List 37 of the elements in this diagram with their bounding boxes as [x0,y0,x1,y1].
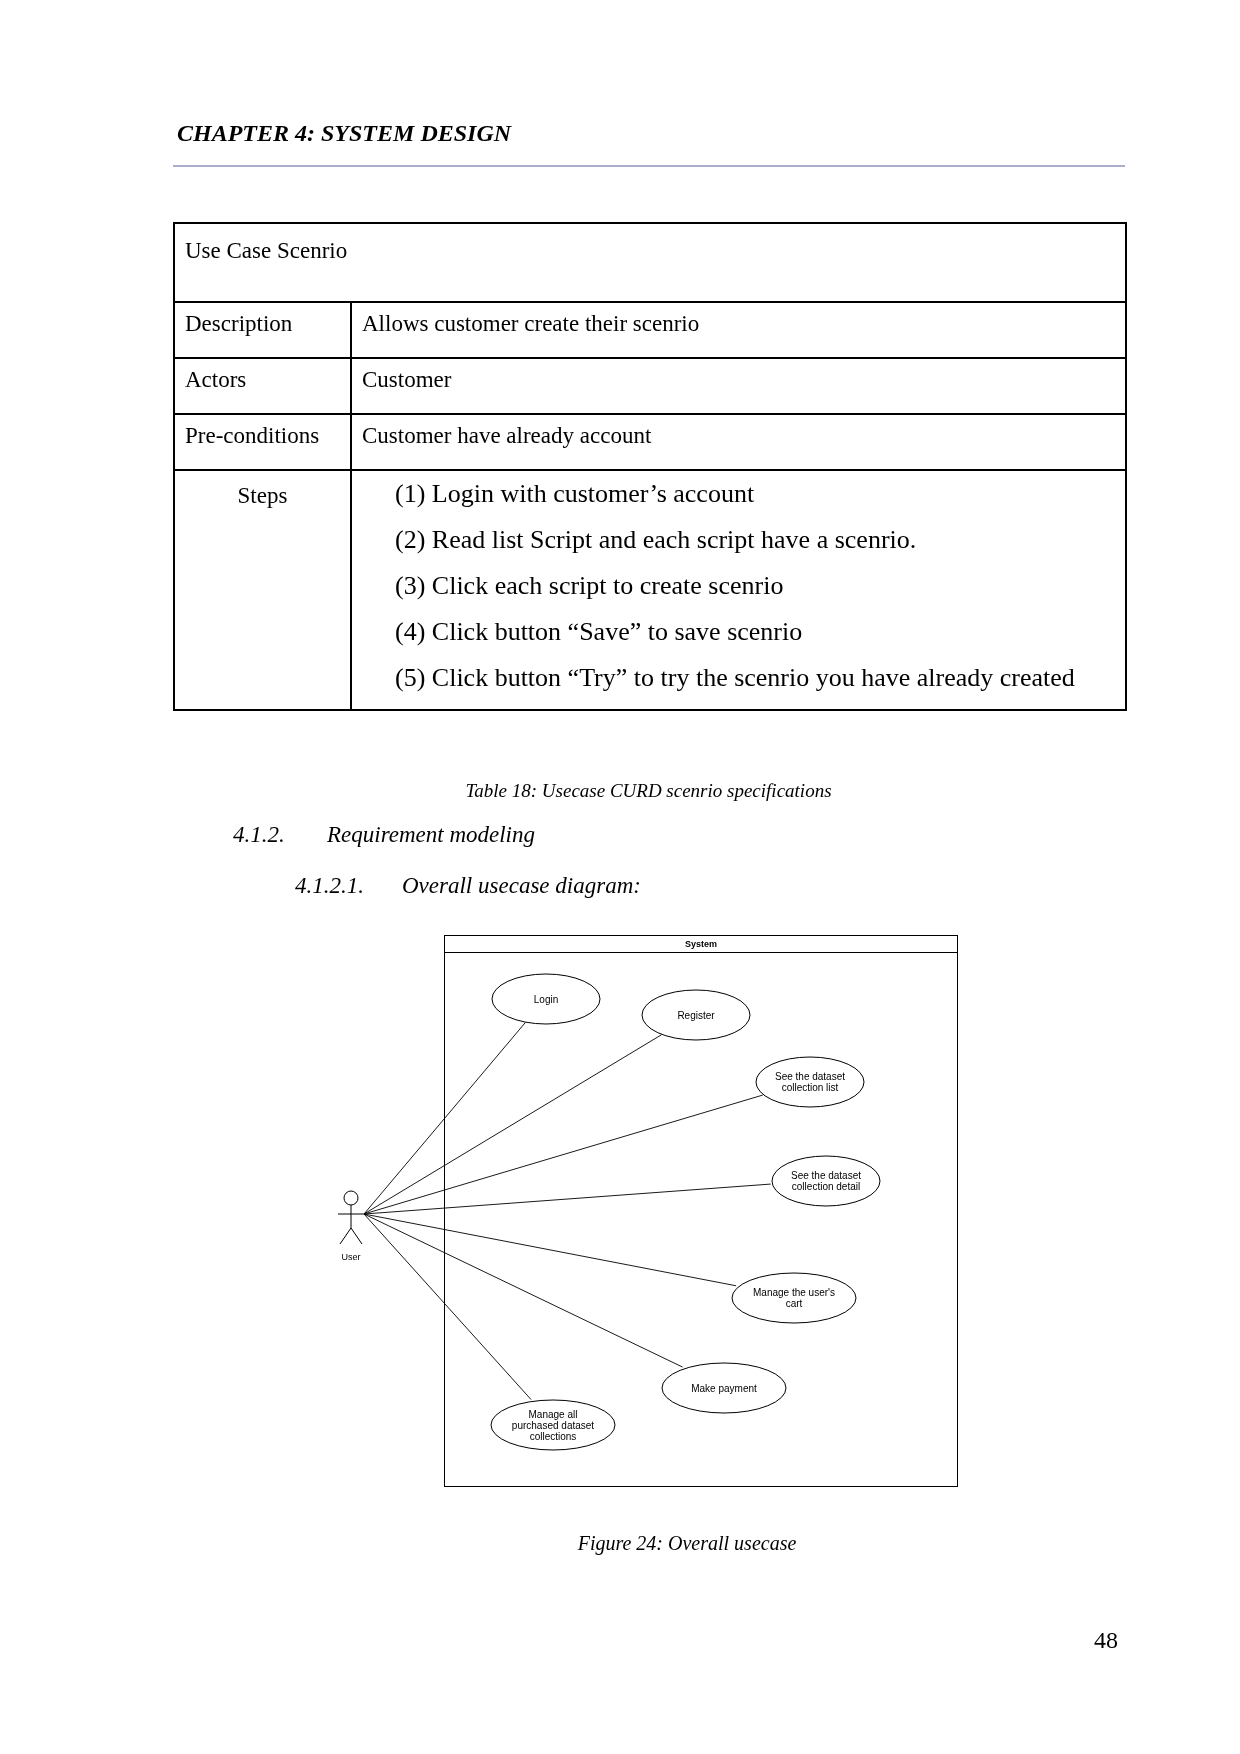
use-case-ellipse: Manage the user's cart [731,1272,857,1324]
use-case-ellipse: Login [491,973,601,1025]
section-heading: Requirement modeling [327,822,535,848]
association-line [363,1021,526,1215]
association-line [363,1213,683,1368]
page-number: 48 [1094,1627,1118,1654]
use-case-ellipse: See the dataset collection detail [771,1155,881,1207]
use-case-ellipse: Make payment [661,1362,787,1414]
row-label: Pre-conditions [174,414,351,470]
section-number: 4.1.2. [233,822,285,848]
association-line [363,1213,737,1287]
row-value: Customer [351,358,1126,414]
association-line [363,1183,772,1215]
use-case-ellipse: See the dataset collection list [755,1056,865,1108]
section-heading: Overall usecase diagram: [402,873,641,899]
association-line [363,1213,532,1400]
figure-caption: Figure 24: Overall usecase [576,1532,798,1555]
step-text: (2) Read list Script and each script have a scenrio. [395,524,918,556]
table-caption: Table 18: Usecase CURD scenrio specifications [464,780,833,802]
section-number: 4.1.2.1. [295,873,364,899]
step-text: (1) Login with customer’s account [395,478,756,510]
use-case-ellipse: Manage all purchased dataset collections [490,1399,616,1451]
step-text: (3) Click each script to create scenrio [395,570,785,602]
row-value: Customer have already account [351,414,1126,470]
step-text: (5) Click button “Try” to try the scenrio you have already created [395,662,1076,694]
actor-figure: User [330,1190,372,1268]
use-case-ellipse: Register [641,989,751,1041]
row-label: Description [174,302,351,358]
row-label: Actors [174,358,351,414]
row-value: Allows customer create their scenrio [351,302,1126,358]
row-label: Steps [174,470,351,710]
step-text: (4) Click button “Save” to save scenrio [395,616,804,648]
table-heading: Use Case Scenrio [174,223,1126,302]
system-boundary [444,935,958,1487]
running-header: CHAPTER 4: SYSTEM DESIGN [177,120,512,147]
boundary-title: System [445,936,957,953]
association-line [363,1034,663,1215]
